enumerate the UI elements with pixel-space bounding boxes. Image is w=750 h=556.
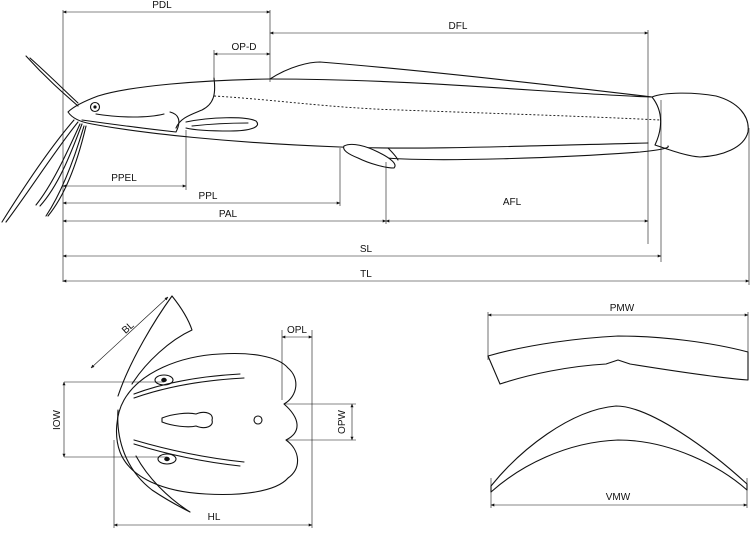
caudal-fin [651, 92, 749, 158]
label-dfl: DFL [449, 21, 468, 32]
label-iow: IOW [52, 409, 63, 430]
fontanel [161, 411, 213, 429]
dimension-opl: OPL [281, 325, 313, 339]
operculum-edge [175, 77, 216, 129]
label-pmw: PMW [610, 303, 635, 314]
occipital-pore [253, 415, 263, 425]
dimension-ppel: PPEL [62, 173, 187, 188]
fish-lateral-view [1, 55, 749, 223]
head-contour [95, 113, 165, 118]
eye [89, 101, 101, 113]
pelvic-fin [343, 143, 396, 169]
label-afl: AFL [503, 197, 522, 208]
dimension-ppl: PPL [62, 191, 341, 205]
lateral-line [213, 95, 661, 121]
label-vmw: VMW [606, 492, 631, 503]
reference-lines [62, 10, 750, 285]
label-opw: OPW [337, 409, 348, 433]
vomerine-tooth-band [490, 405, 748, 508]
anal-fin-base [387, 147, 399, 161]
label-sl: SL [360, 244, 373, 255]
barbels [1, 55, 87, 223]
label-bl: BL [120, 320, 137, 337]
dimension-vmw: VMW [490, 492, 748, 507]
dimension-opw: OPW [337, 403, 354, 441]
label-hl: HL [208, 512, 221, 523]
dimension-tl: TL [62, 269, 750, 283]
dimension-pmw: PMW [487, 303, 749, 317]
dimension-dfl: DFL [269, 21, 649, 35]
anal-fin [385, 145, 669, 161]
label-ppl: PPL [199, 191, 218, 202]
dimension-pal: PAL [62, 209, 387, 223]
dimension-sl: SL [62, 244, 662, 258]
head-reference-lines [64, 330, 356, 528]
dimension-hl: HL [113, 512, 313, 527]
dimension-iow: IOW [52, 381, 66, 458]
right-eye [157, 453, 177, 465]
label-opl: OPL [287, 325, 307, 336]
vomerine-band-outline [490, 405, 748, 493]
dimension-afl: AFL [385, 197, 649, 223]
dimension-opd: OP-D [213, 42, 271, 56]
dorsal-fin [269, 61, 653, 98]
premaxillary-band-outline [487, 335, 749, 385]
head-outline [115, 353, 299, 495]
label-tl: TL [360, 269, 372, 280]
head-dorsal-view [115, 295, 299, 513]
mouth-line [81, 111, 180, 133]
left-eye [154, 374, 174, 386]
dimension-bl: BL [90, 296, 169, 369]
label-ppel: PPEL [111, 173, 137, 184]
pectoral-fin [185, 117, 258, 132]
dimension-pdl: PDL [62, 0, 271, 14]
premaxillary-tooth-band [487, 312, 749, 385]
label-pal: PAL [219, 209, 238, 220]
fish-body-outline [67, 78, 653, 149]
label-opd: OP-D [232, 42, 257, 53]
lower-barbel [117, 409, 191, 513]
label-pdl: PDL [152, 0, 172, 11]
